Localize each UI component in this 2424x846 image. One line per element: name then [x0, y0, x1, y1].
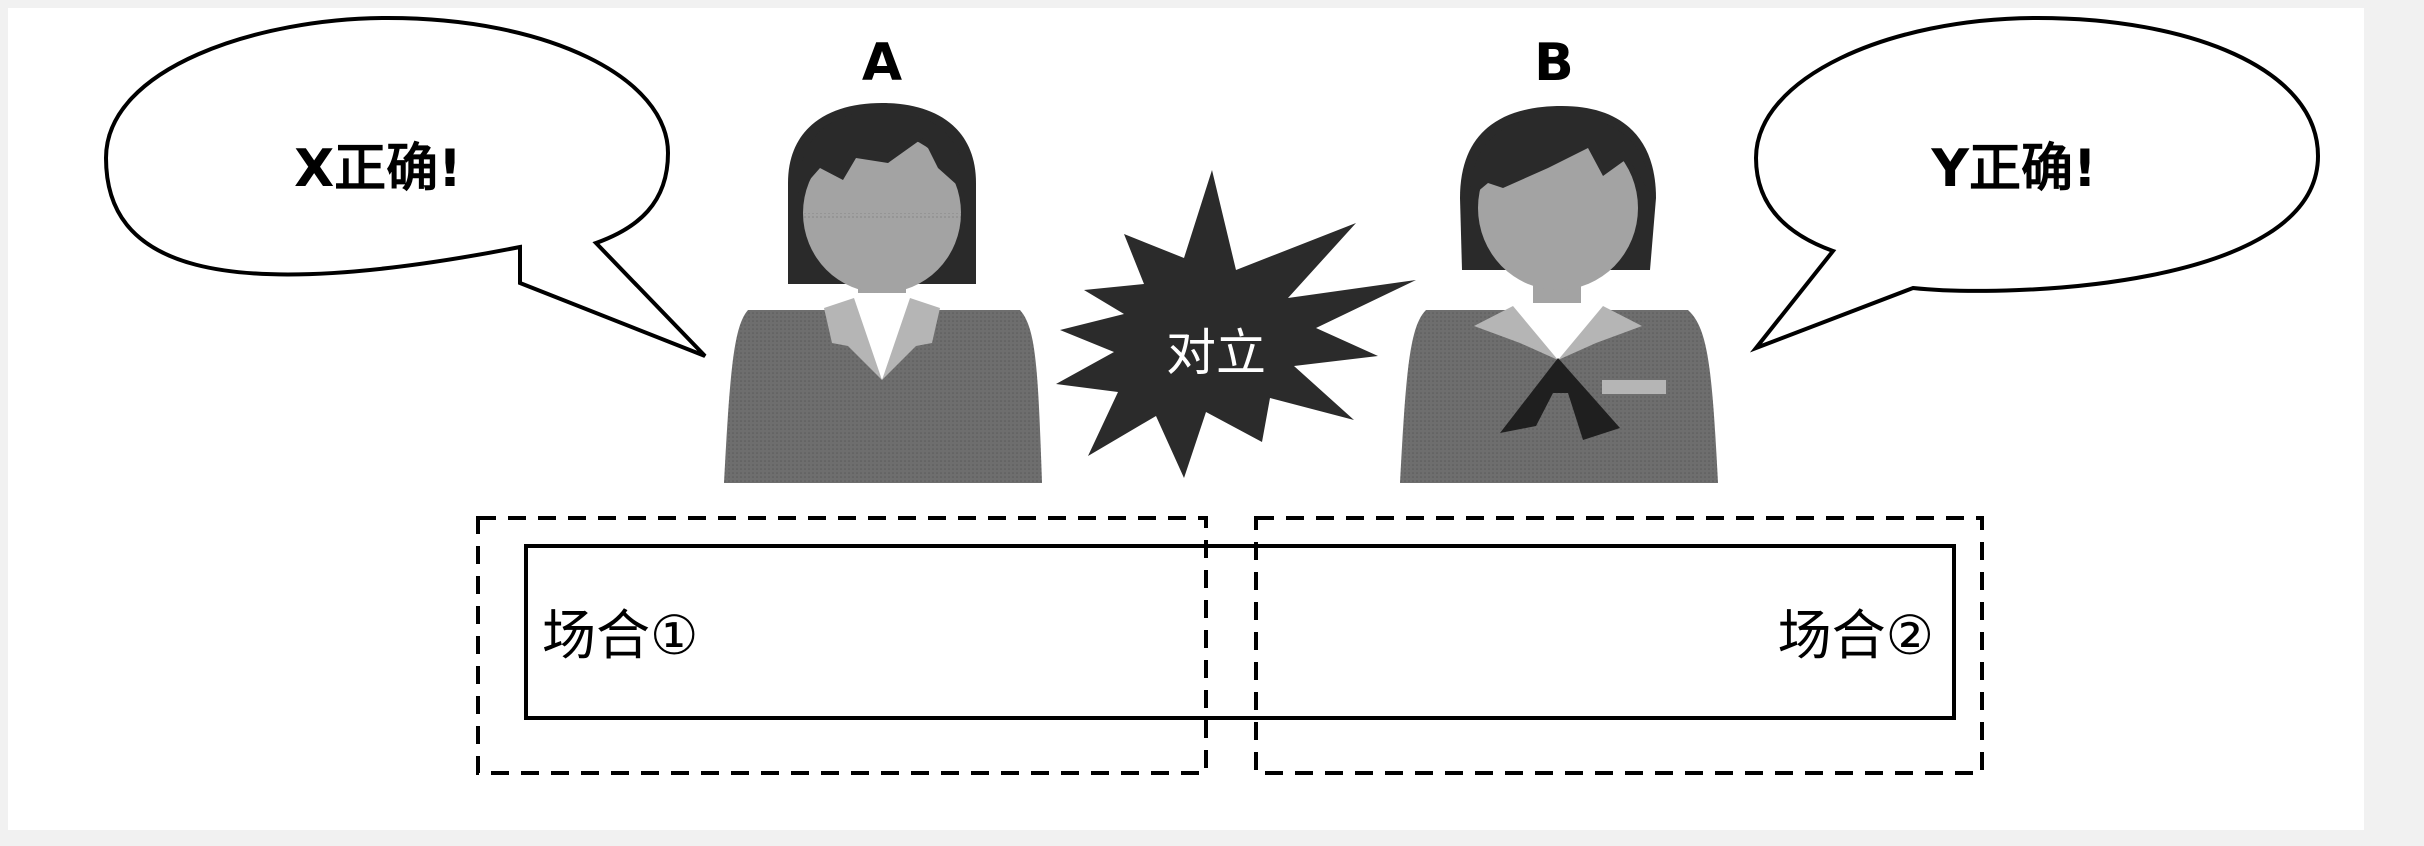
speech-text-b: Y正确!	[1930, 139, 2096, 199]
situation-one-label: 场合①	[542, 604, 698, 667]
person-a-label: A	[862, 33, 902, 93]
conflict-label: 对立	[1166, 324, 1266, 382]
speech-text-a: X正确!	[294, 139, 462, 199]
conflict-diagram: X正确! Y正确! A B	[103, 15, 2321, 775]
speech-bubble-a	[103, 15, 707, 358]
situation-one-frame	[476, 516, 1956, 775]
conflict-burst	[1056, 170, 1416, 478]
diagram-canvas: X正确! Y正确! A B	[8, 8, 2364, 830]
situation-two-label: 场合②	[1778, 604, 1934, 667]
situation-two-frame	[1254, 516, 1984, 775]
person-b-figure	[1400, 106, 1718, 483]
person-a-figure	[724, 103, 1042, 483]
person-b-label: B	[1534, 33, 1574, 93]
speech-bubble-b	[1749, 15, 2321, 353]
